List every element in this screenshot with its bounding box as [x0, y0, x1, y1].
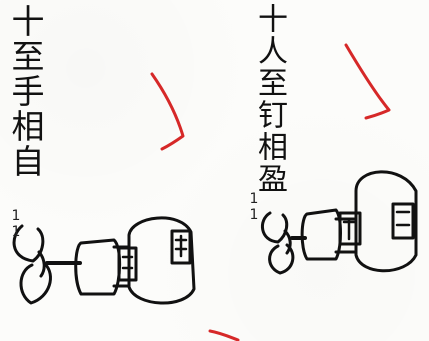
right-box-2-mark — [395, 210, 411, 227]
right-box-2 — [391, 202, 415, 240]
red-check-right-icon — [344, 43, 391, 120]
right-body-large — [354, 170, 418, 273]
left-small-handwriting: 11 — [8, 208, 24, 240]
right-handwritten-text: 十人至钉相盈 — [252, 3, 287, 195]
right-diagram — [261, 170, 418, 275]
left-body-large — [127, 216, 196, 305]
left-handwritten-text: 十至手相自 — [6, 4, 45, 179]
left-box-2-mark — [174, 234, 188, 258]
right-small-handwriting: 11 — [246, 191, 262, 223]
left-rotor-bottom-leaf — [19, 262, 52, 305]
red-check-left-icon — [150, 72, 185, 151]
red-check-marks — [150, 43, 391, 341]
left-box-1 — [117, 246, 138, 282]
left-diagram — [12, 216, 196, 305]
right-rotor-top-leaf — [261, 211, 289, 244]
red-check-bottom-icon — [208, 329, 240, 341]
left-rotor-mid — [37, 250, 46, 278]
left-rotor-top-leaf — [12, 224, 45, 263]
left-box-1-mark — [121, 255, 134, 270]
right-box-1-mark — [342, 218, 357, 241]
left-box-2 — [170, 229, 192, 265]
right-rotor-bottom-leaf — [268, 243, 295, 275]
right-rotor-mid — [283, 229, 292, 255]
right-box-1 — [338, 211, 362, 246]
